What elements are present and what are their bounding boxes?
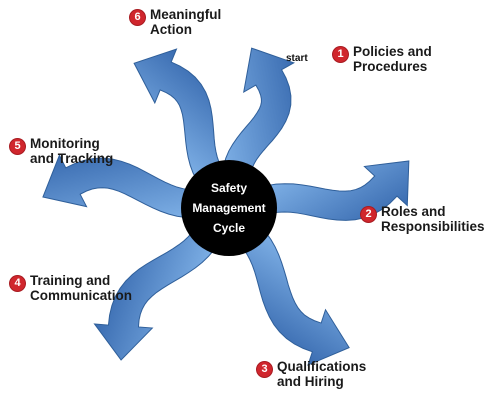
step-badge-1: 1 [333, 47, 348, 62]
step-badge-2: 2 [361, 207, 376, 222]
step-5: 5 Monitoring and Tracking [10, 136, 113, 166]
arrow-group [42, 47, 410, 366]
step-label-5: Monitoring and Tracking [30, 136, 114, 166]
center-title-line-2: Management [192, 201, 266, 215]
step-label-1: Policies and Procedures [353, 44, 432, 74]
step-badge-4: 4 [10, 276, 25, 291]
step-4: 4 Training and Communication [10, 273, 132, 303]
step-1: 1 Policies and Procedures [333, 44, 432, 74]
step-2: 2 Roles and Responsibilities [361, 204, 485, 234]
step-label-2: Roles and Responsibilities [381, 204, 485, 234]
step-badge-6: 6 [130, 10, 145, 25]
center-title-line-3: Cycle [212, 221, 246, 235]
center-circle: Safety Management Cycle [181, 160, 277, 256]
step-label-4: Training and Communication [30, 273, 133, 303]
step-badge-3: 3 [257, 362, 272, 377]
step-badge-5: 5 [10, 139, 25, 154]
step-label-3: Qualifications and Hiring [277, 359, 367, 389]
center-title-line-1: Safety [210, 181, 248, 195]
start-label: start [286, 53, 308, 64]
step-3: 3 Qualifications and Hiring [257, 359, 366, 389]
step-6: 6 Meaningful Action [130, 7, 221, 37]
step-label-6: Meaningful Action [150, 7, 222, 37]
